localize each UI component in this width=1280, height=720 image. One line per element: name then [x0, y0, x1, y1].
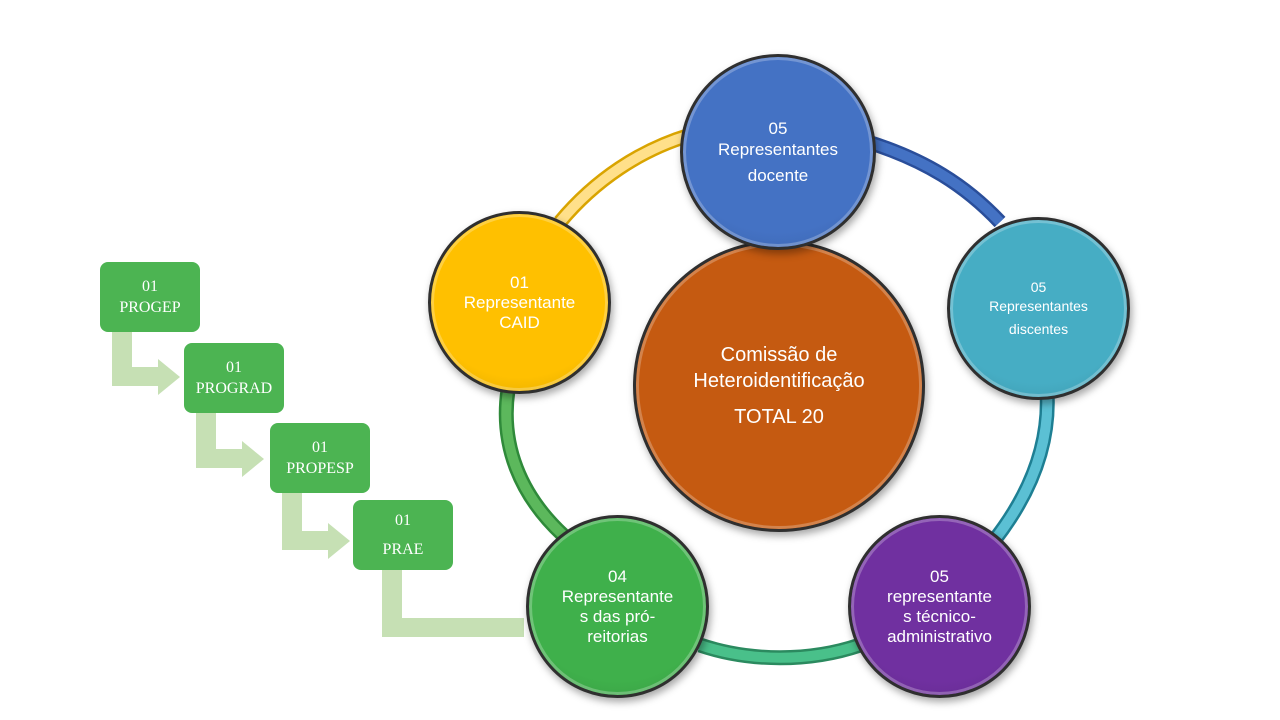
node-label-line: Representante	[561, 586, 674, 606]
node-label-line: representante	[887, 586, 992, 606]
box-label: PRAE	[382, 541, 424, 558]
box-prograd: 01 PROGRAD	[184, 343, 284, 413]
box-count: 01	[395, 512, 411, 529]
connector-arrow-prograd-propesp	[196, 413, 264, 477]
node-representantes-discentes: 05 Representantes discentes	[947, 217, 1130, 400]
box-label: PROGRAD	[195, 380, 273, 397]
node-representantes-tecnico-administrativo: 05 representante s técnico- administrati…	[848, 515, 1031, 698]
node-representantes-docente: 05 Representantes docente	[680, 54, 876, 250]
node-label-line: Representantes	[717, 140, 839, 159]
center-title-line2: Heteroidentificação	[693, 370, 865, 392]
node-representante-caid: 01 Representante CAID	[428, 211, 611, 394]
connector-arrow-propesp-prae	[282, 493, 350, 559]
node-label-line: Representantes	[989, 298, 1088, 314]
box-propesp: 01 PROPESP	[270, 423, 370, 493]
center-total: TOTAL 20	[734, 406, 824, 428]
node-representantes-pro-reitorias: 04 Representante s das pró- reitorias	[526, 515, 709, 698]
connector-prae-pro-reitorias	[382, 570, 524, 637]
node-label-line: Representante	[463, 292, 576, 312]
box-label: PROPESP	[286, 460, 354, 477]
box-progep: 01 PROGEP	[100, 262, 200, 332]
node-label-line: s técnico-	[903, 606, 976, 626]
connector-arrow-progep-prograd	[112, 332, 180, 395]
node-label-line: discentes	[1008, 321, 1069, 337]
node-count: 01	[510, 272, 529, 292]
node-label-line: administrativo	[887, 626, 992, 646]
center-title-line1: Comissão de	[720, 344, 838, 366]
node-count: 05	[768, 119, 788, 138]
box-count: 01	[312, 439, 328, 456]
box-count: 01	[226, 359, 242, 376]
ring	[498, 127, 1055, 666]
node-count: 05	[930, 566, 949, 586]
node-label-line: reitorias	[587, 626, 648, 646]
box-count: 01	[142, 278, 158, 295]
center-node-comissao: Comissão de Heteroidentificação TOTAL 20	[633, 240, 925, 532]
node-label-line: CAID	[499, 312, 540, 332]
node-label-line: s das pró-	[579, 606, 656, 626]
box-label: PROGEP	[119, 299, 181, 316]
node-count: 04	[608, 566, 627, 586]
connectors	[112, 332, 524, 637]
node-count: 05	[1030, 279, 1047, 295]
ring-arc-caid-docente	[554, 127, 693, 227]
box-prae: 01 PRAE	[353, 500, 453, 570]
node-label-line: docente	[747, 166, 809, 185]
